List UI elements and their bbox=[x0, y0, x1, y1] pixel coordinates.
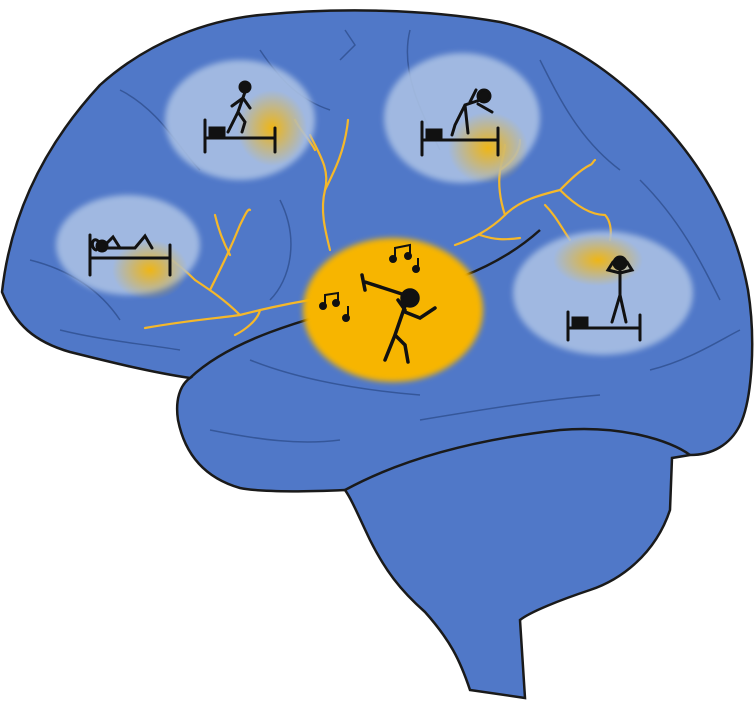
bed-figure-holding-head bbox=[566, 255, 642, 342]
bed-figure-standing-1 bbox=[203, 80, 277, 154]
trumpet-player-figure bbox=[360, 273, 437, 364]
bed-figure-lying bbox=[88, 233, 172, 277]
active-region-glow bbox=[303, 238, 483, 382]
music-note-icon bbox=[319, 243, 420, 322]
memory-bubbles bbox=[56, 53, 693, 355]
bed-figure-bending bbox=[420, 88, 500, 157]
cerebellum-line bbox=[344, 427, 691, 492]
